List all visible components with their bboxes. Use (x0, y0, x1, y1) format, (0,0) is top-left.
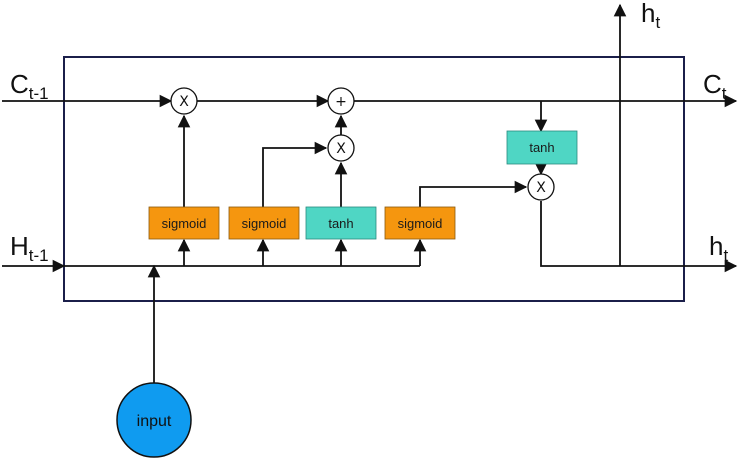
svg-text:sigmoid: sigmoid (398, 216, 443, 231)
output-mult-out-wire (540, 201, 620, 267)
svg-text:sigmoid: sigmoid (242, 216, 287, 231)
forget-multiply-op: X (170, 87, 198, 115)
input-label: input (137, 413, 172, 430)
svg-text:tanh: tanh (529, 140, 554, 155)
output-gate-sigmoid: sigmoid (384, 206, 456, 240)
output-multiply-op: X (527, 173, 555, 201)
svg-text:tanh: tanh (328, 216, 353, 231)
h-top-label: ht (641, 0, 660, 32)
svg-text:X: X (336, 141, 346, 157)
input-multiply-op: X (327, 134, 355, 162)
c-next-label: Ct (703, 69, 727, 103)
h-prev-label: Ht-1 (10, 231, 49, 265)
svg-text:+: + (335, 94, 347, 110)
svg-text:X: X (179, 94, 189, 110)
svg-text:sigmoid: sigmoid (162, 216, 207, 231)
input-gate-out-wire (262, 141, 328, 207)
candidate-tanh: tanh (305, 206, 377, 240)
output-gate-out-wire (419, 180, 528, 207)
cell-add-op: + (327, 87, 355, 115)
h-next-label: ht (709, 231, 728, 265)
input-node (116, 382, 192, 458)
input-gate-sigmoid: sigmoid (228, 206, 300, 240)
cell-frame (63, 56, 685, 302)
cell-tanh: tanh (506, 130, 578, 165)
svg-text:X: X (536, 180, 546, 196)
c-prev-label: Ct-1 (10, 69, 49, 103)
forget-gate-sigmoid: sigmoid (148, 206, 220, 240)
